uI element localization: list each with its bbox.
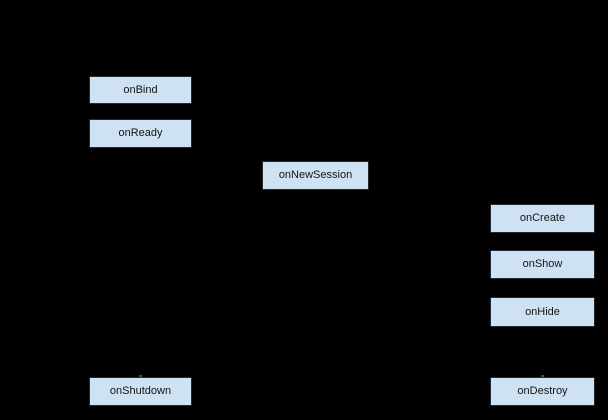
node-onshutdown: onShutdown	[89, 377, 192, 406]
node-onnewsession: onNewSession	[262, 161, 369, 190]
arrowhead-tip-artifact	[541, 375, 544, 377]
node-onbind: onBind	[89, 76, 192, 104]
node-ondestroy: onDestroy	[490, 377, 595, 406]
node-onshow: onShow	[490, 250, 595, 279]
node-onhide: onHide	[490, 297, 595, 327]
arrowhead-tip-artifact	[139, 375, 142, 377]
node-oncreate: onCreate	[490, 204, 595, 233]
node-onready: onReady	[89, 119, 192, 148]
